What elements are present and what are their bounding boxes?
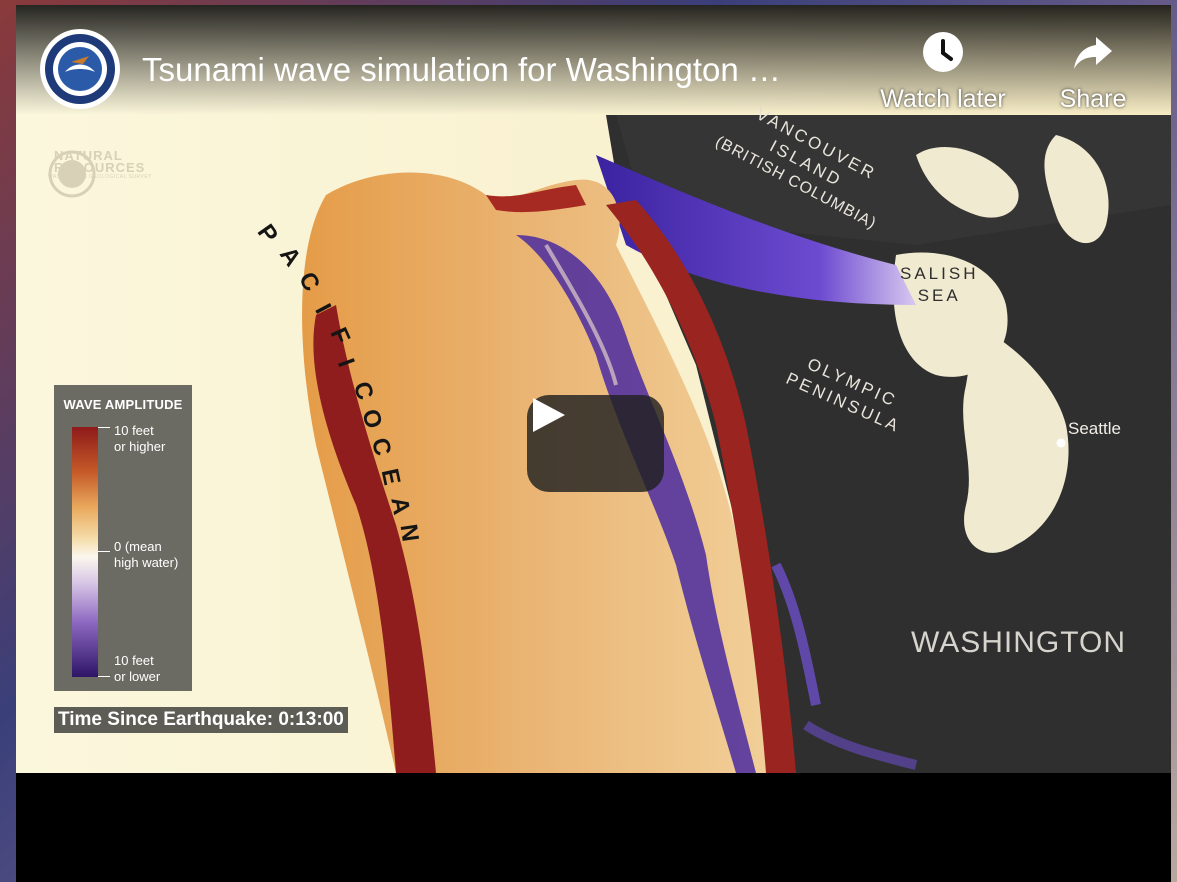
legend-mid-label: 0 (mean high water): [114, 539, 179, 570]
legend-tick-mid: [98, 551, 110, 552]
dnr-sub: WASHINGTON GEOLOGICAL SURVEY: [48, 174, 153, 180]
salish-sea-label: SALISH SEA: [900, 264, 979, 305]
seattle-label: Seattle: [1068, 419, 1121, 438]
share-arrow-icon: [1074, 37, 1112, 69]
wave-amplitude-legend: WAVE AMPLITUDE 10 feet or higher 0 (mean…: [54, 385, 192, 691]
title-bar: Tsunami wave simulation for Washington ……: [16, 5, 1171, 115]
dnr-watermark: NATURAL RESOURCES WASHINGTON GEOLOGICAL …: [48, 149, 153, 198]
washington-label: WASHINGTON: [911, 626, 1127, 659]
watch-later-button[interactable]: Watch later: [870, 29, 1016, 114]
channel-avatar[interactable]: [40, 29, 120, 109]
legend-color-bar: [72, 427, 98, 677]
video-title[interactable]: Tsunami wave simulation for Washington …: [142, 51, 781, 88]
share-button[interactable]: Share: [1050, 29, 1136, 114]
legend-bottom-label: 10 feet or lower: [114, 653, 161, 684]
legend-tick-top: [98, 427, 110, 428]
clock-icon: [923, 32, 963, 72]
play-button[interactable]: [527, 395, 664, 492]
play-icon: [533, 398, 565, 432]
share-label: Share: [1059, 85, 1127, 113]
legend-title: WAVE AMPLITUDE: [63, 397, 183, 412]
dnr-logo-icon: [45, 34, 115, 104]
legend-tick-bottom: [98, 676, 110, 677]
dnr-seal-icon: [48, 150, 96, 198]
watch-later-label: Watch later: [880, 85, 1006, 113]
video-player[interactable]: NATURAL RESOURCES WASHINGTON GEOLOGICAL …: [16, 5, 1171, 882]
legend-top-label: 10 feet or higher: [114, 423, 166, 454]
time-since-earthquake: Time Since Earthquake: 0:13:00: [54, 707, 348, 733]
video-frame[interactable]: NATURAL RESOURCES WASHINGTON GEOLOGICAL …: [16, 5, 1171, 773]
